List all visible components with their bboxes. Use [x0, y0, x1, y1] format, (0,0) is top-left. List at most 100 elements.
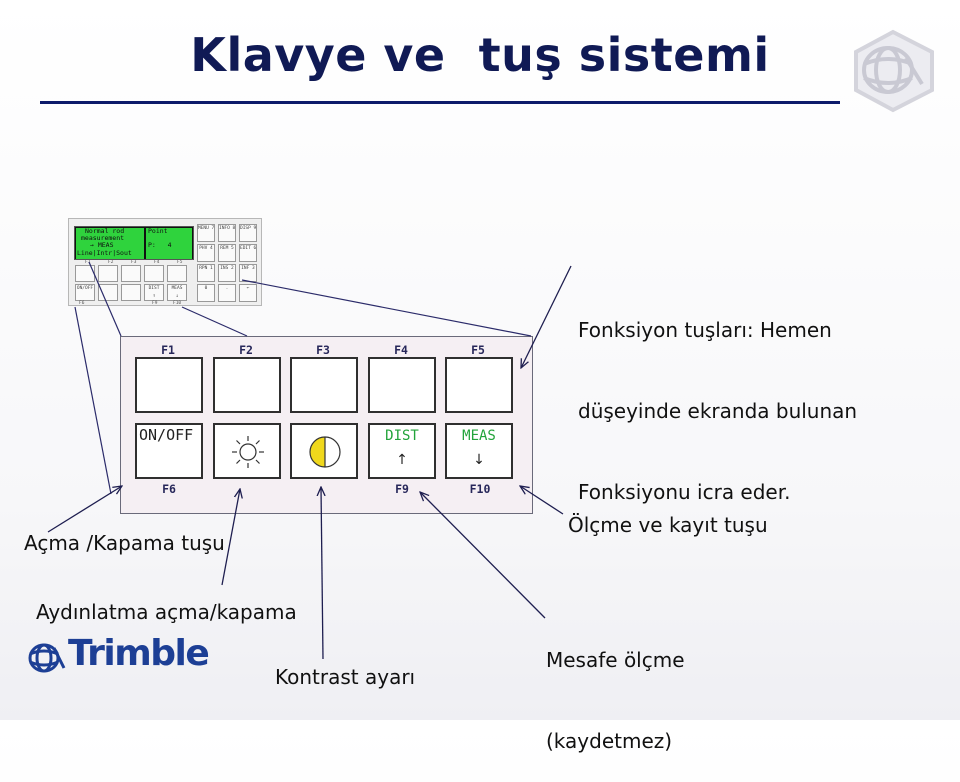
f1-key[interactable] — [135, 357, 203, 413]
numpad-key-label: MENU 7 — [198, 226, 215, 231]
f6-label: F6 — [162, 482, 176, 496]
numpad-key-label: . — [225, 286, 229, 291]
distance-line-1: Mesafe ölçme — [546, 648, 685, 672]
sun-icon — [232, 436, 264, 468]
trimble-wordmark: Trimble — [68, 633, 210, 674]
function-keys-line-3: Fonksiyonu icra eder. — [578, 480, 791, 504]
mini-f5-label: F5 — [177, 260, 183, 265]
mini-f4-label: F4 — [154, 260, 160, 265]
mini-key-dist-label: DIST — [148, 286, 160, 291]
mini-f2-label: F2 — [108, 260, 114, 265]
numpad-key-label: DISP 9 — [240, 226, 257, 231]
f9-label: F9 — [395, 482, 409, 496]
mini-key-onoff[interactable]: ON/OFF — [75, 284, 95, 301]
mini-f6-label: F6 — [79, 301, 85, 306]
numpad-key-label: PHV 4 — [199, 246, 213, 251]
numpad-key[interactable]: PHV 4 — [197, 244, 215, 262]
trimble-globe-small-icon — [28, 643, 66, 673]
numpad-key[interactable]: . — [218, 284, 236, 302]
title-underline — [40, 101, 840, 104]
mini-key-contrast[interactable] — [121, 284, 141, 301]
numpad-key[interactable]: EDIT 6 — [239, 244, 257, 262]
contrast-icon — [309, 436, 341, 468]
enlarged-keypad-panel: F1 F2 F3 F4 F5 ON/OFF DIST ↑ MEAS — [120, 336, 533, 514]
dist-key-label: DIST — [385, 428, 419, 444]
f4-label: F4 — [394, 343, 408, 357]
zoom-line-right — [241, 279, 532, 337]
mini-key-light[interactable] — [98, 284, 118, 301]
numpad-key[interactable]: ← — [239, 284, 257, 302]
zoom-line-left — [88, 261, 122, 337]
mini-up-arrow-icon: ↑ — [152, 293, 156, 299]
mini-f1-label: F1 — [85, 260, 91, 265]
f1-label: F1 — [161, 343, 175, 357]
zoom-line-bottom — [74, 306, 112, 495]
f4-key[interactable] — [368, 357, 436, 413]
f3-key[interactable] — [290, 357, 358, 413]
contrast-key[interactable] — [290, 423, 358, 479]
mini-key-meas[interactable]: MEAS ↓ — [167, 284, 187, 301]
function-keys-note: Fonksiyon tuşları: Hemen düşeyinde ekran… — [578, 263, 857, 533]
numpad-key-label: 0 — [204, 286, 208, 291]
numpad-key[interactable]: REM 5 — [218, 244, 236, 262]
meas-key-label: MEAS — [462, 428, 496, 444]
mini-key-f2[interactable] — [98, 265, 118, 282]
numpad-key-label: INS 2 — [220, 266, 234, 271]
mini-key-dist[interactable]: DIST ↑ — [144, 284, 164, 301]
function-keys-line-2: düşeyinde ekranda bulunan — [578, 399, 858, 423]
numpad-key[interactable]: MENU 7 — [197, 224, 215, 242]
illumination-note: Aydınlatma açma/kapama — [36, 600, 297, 624]
mini-key-f5[interactable] — [167, 265, 187, 282]
mini-f3-label: F3 — [131, 260, 137, 265]
illumination-key[interactable] — [213, 423, 281, 479]
annotation-lines — [47, 261, 572, 660]
mini-lcd-screen: Normal rod measurement → MEAS Line|Intr|… — [74, 226, 194, 260]
mini-f10-label: F10 — [173, 301, 182, 306]
lcd-right-3: P: 4 — [148, 241, 172, 249]
numpad-key[interactable]: DISP 9 — [239, 224, 257, 242]
arrow-function-keys — [521, 265, 572, 368]
numpad-key[interactable]: 0 — [197, 284, 215, 302]
trimble-logo: Trimble — [26, 633, 210, 680]
on-off-key-label: ON/OFF — [139, 426, 194, 444]
f3-label: F3 — [316, 343, 330, 357]
f5-label: F5 — [471, 343, 485, 357]
mini-key-f4[interactable] — [144, 265, 164, 282]
f5-key[interactable] — [445, 357, 513, 413]
f2-label: F2 — [239, 343, 253, 357]
numpad-key[interactable]: INS 2 — [218, 264, 236, 282]
on-off-key[interactable]: ON/OFF — [135, 423, 203, 479]
mini-key-f3[interactable] — [121, 265, 141, 282]
numpad-key-label: REM 5 — [220, 246, 234, 251]
distance-line-2: (kaydetmez) — [546, 729, 673, 753]
numpad-key-label: ← — [246, 286, 250, 291]
meas-key[interactable]: MEAS ↓ — [445, 423, 513, 479]
numpad-key-label: INFO 8 — [219, 226, 236, 231]
numpad-key-label: INF 3 — [241, 266, 255, 271]
arrow-contrast — [321, 487, 323, 660]
down-arrow-icon: ↓ — [473, 452, 485, 468]
numpad-key[interactable]: RPN 1 — [197, 264, 215, 282]
arrow-measure-record — [520, 486, 564, 515]
measure-record-note: Ölçme ve kayıt tuşu — [568, 513, 768, 537]
numpad-key[interactable]: INFO 8 — [218, 224, 236, 242]
dist-key[interactable]: DIST ↑ — [368, 423, 436, 479]
lcd-line-3: → MEAS — [90, 241, 114, 249]
arrow-on-off — [47, 486, 122, 533]
distance-note: Mesafe ölçme (kaydetmez) — [546, 593, 685, 782]
f10-label: F10 — [469, 482, 491, 496]
arrow-distance — [420, 492, 546, 619]
slide-title: Klavye ve tuş sistemi — [190, 28, 770, 82]
lcd-line-2: measurement — [81, 234, 125, 242]
f2-key[interactable] — [213, 357, 281, 413]
lcd-line-1: Normal rod — [85, 227, 125, 235]
function-keys-line-1: Fonksiyon tuşları: Hemen — [578, 318, 832, 342]
lcd-line-4: Line|Intr|Sout — [77, 249, 132, 257]
up-arrow-icon: ↑ — [396, 452, 408, 468]
arrow-illumination — [221, 489, 240, 586]
trimble-globe-icon — [854, 29, 934, 113]
numpad-key-label: EDIT 6 — [240, 246, 257, 251]
mini-down-arrow-icon: ↓ — [175, 293, 179, 299]
contrast-note: Kontrast ayarı — [275, 665, 416, 689]
mini-key-meas-label: MEAS — [171, 286, 183, 291]
